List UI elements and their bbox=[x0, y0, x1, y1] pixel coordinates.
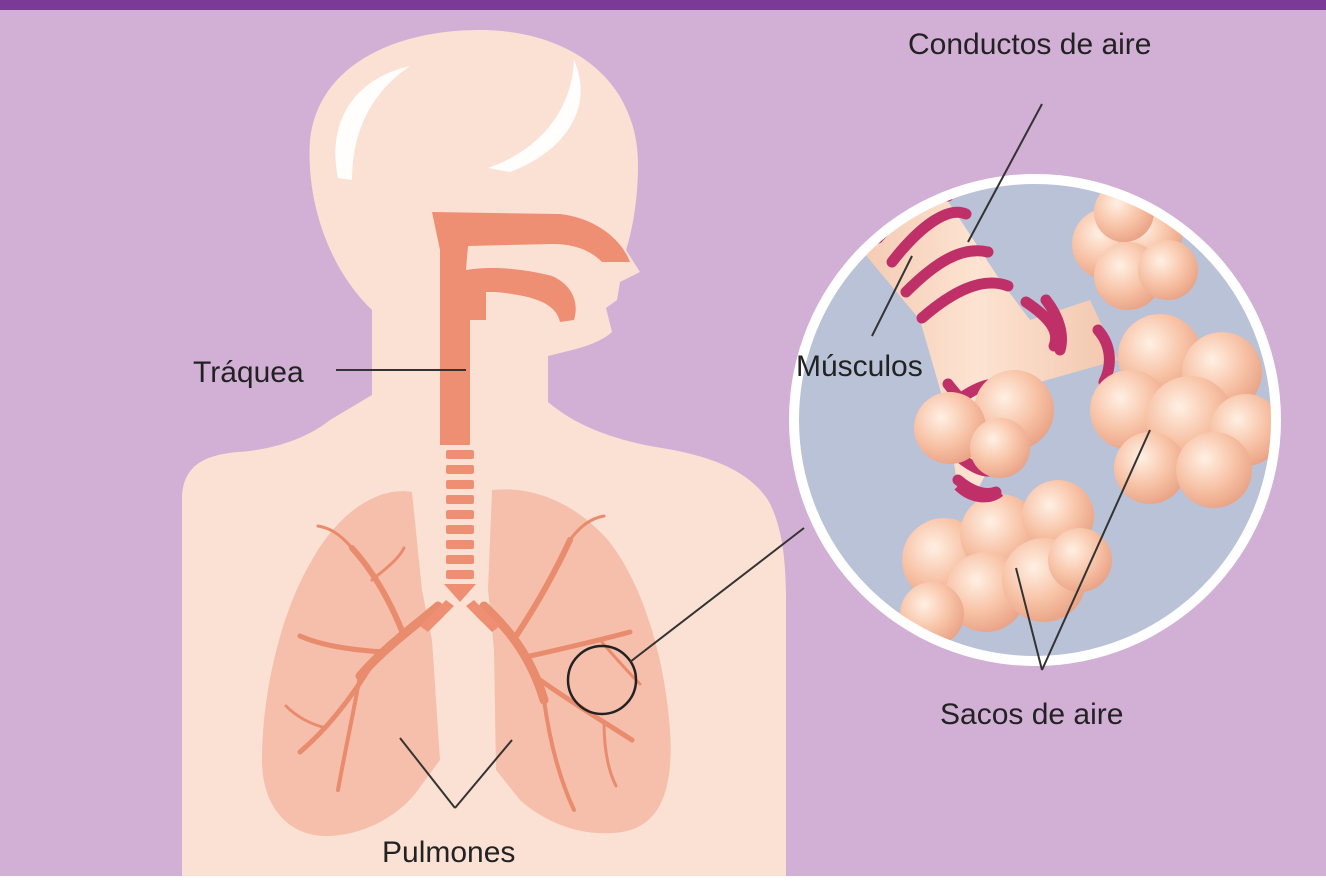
label-trachea: Tráquea bbox=[193, 356, 304, 389]
bottom-border bbox=[0, 876, 1326, 882]
label-air-sacs: Sacos de aire bbox=[940, 698, 1123, 731]
label-lungs: Pulmones bbox=[382, 836, 515, 869]
label-airways: Conductos de aire bbox=[908, 28, 1152, 61]
label-muscles: Músculos bbox=[796, 350, 923, 383]
frame-bar bbox=[0, 0, 1326, 10]
